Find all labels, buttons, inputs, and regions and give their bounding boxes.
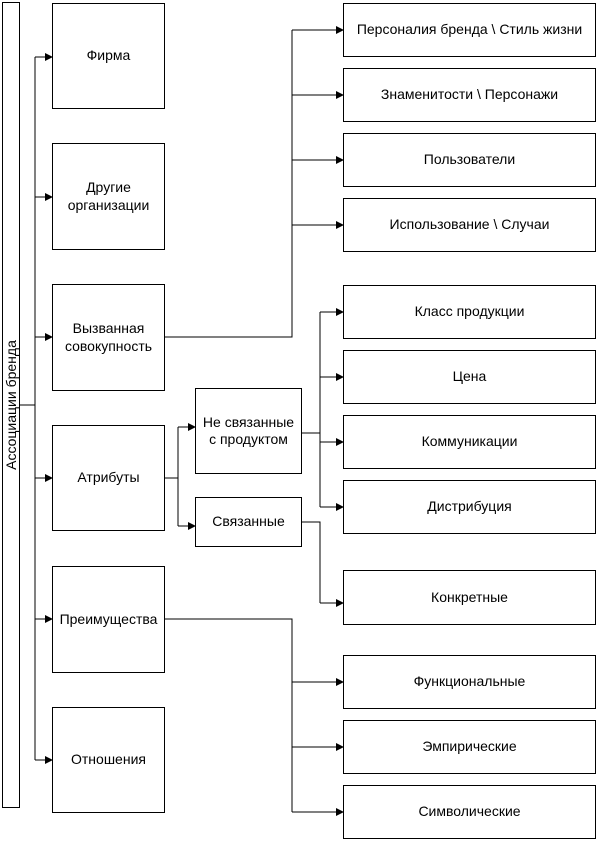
node-attitudes: Отношения (52, 707, 165, 813)
node-benefit-item: Символические (343, 785, 596, 839)
connector-evoked-set (165, 30, 293, 338)
node-product: Связанные (195, 497, 302, 547)
root-label: Ассоциации бренда (3, 340, 19, 470)
node-non-product-item: Класс продукции (343, 285, 596, 339)
node-benefit-item: Функциональные (343, 655, 596, 709)
node-product-item: Конкретные (343, 570, 596, 625)
node-benefit-item: Эмпирические (343, 720, 596, 774)
node-non-product-item: Коммуникации (343, 415, 596, 469)
node-evoked-item: Знаменитости \ Персонажи (343, 68, 596, 122)
node-evoked-item: Пользователи (343, 133, 596, 187)
node-non-product: Не связанные с продуктом (195, 388, 302, 474)
node-evoked-set: Вызванная совокупность (52, 284, 165, 391)
node-evoked-item: Персоналия бренда \ Стиль жизни (343, 3, 596, 57)
node-firm: Фирма (52, 3, 165, 109)
node-benefits: Преимущества (52, 566, 165, 673)
root-node: Ассоциации бренда (2, 2, 20, 808)
connector-product (302, 521, 321, 603)
node-other-orgs: Другие организации (52, 143, 165, 250)
node-evoked-item: Использование \ Случаи (343, 198, 596, 252)
node-attributes: Атрибуты (52, 425, 165, 531)
connector-benefits (165, 618, 293, 812)
node-non-product-item: Дистрибуция (343, 480, 596, 534)
node-non-product-item: Цена (343, 350, 596, 404)
